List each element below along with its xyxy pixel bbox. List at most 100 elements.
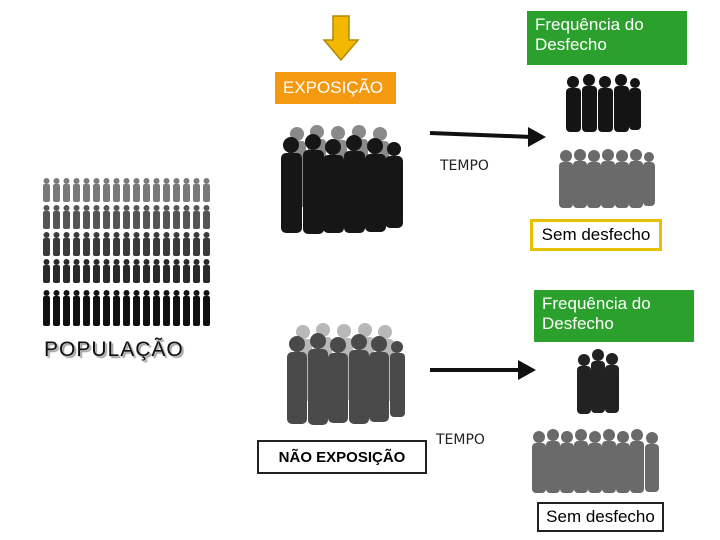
person-head <box>123 178 130 184</box>
population-row <box>43 259 210 283</box>
person-head <box>143 290 150 296</box>
person-head <box>133 259 140 265</box>
person-head <box>113 205 120 211</box>
person-head <box>93 205 100 211</box>
person-body <box>103 296 110 326</box>
time-label-top: TEMPO <box>440 158 489 174</box>
person-head <box>73 232 80 238</box>
person-body <box>93 211 100 229</box>
population-crowd <box>43 178 210 326</box>
person-body <box>163 211 170 229</box>
person-head <box>93 259 100 265</box>
person-head <box>63 259 70 265</box>
person-head <box>73 178 80 184</box>
person-head <box>153 259 160 265</box>
no-outcome-unexposed-box: Sem desfecho <box>537 502 664 532</box>
person-body <box>183 265 190 283</box>
exposed-crowd-front <box>281 134 403 234</box>
person-body <box>63 238 70 256</box>
person-head <box>123 232 130 238</box>
person-head <box>183 259 190 265</box>
person-body <box>143 296 150 326</box>
person-head <box>193 232 200 238</box>
person-body <box>73 238 80 256</box>
person-head <box>113 290 120 296</box>
person-body <box>63 184 70 202</box>
down-arrow-icon <box>322 15 360 62</box>
person-head <box>93 232 100 238</box>
person-body <box>63 265 70 283</box>
time-label-bottom: TEMPO <box>436 432 485 448</box>
person-body <box>43 296 50 326</box>
person-body <box>203 184 210 202</box>
person-head <box>163 232 170 238</box>
person-body <box>43 184 50 202</box>
person-head <box>123 205 130 211</box>
person-body <box>93 184 100 202</box>
person-head <box>123 259 130 265</box>
person-body <box>193 184 200 202</box>
person-head <box>113 232 120 238</box>
person-head <box>63 205 70 211</box>
person-head <box>53 205 60 211</box>
no-outcome-unexposed-label: Sem desfecho <box>546 507 655 526</box>
person-body <box>133 296 140 326</box>
exposure-box: EXPOSIÇÃO <box>275 72 396 104</box>
no-exposure-box: NÃO EXPOSIÇÃO <box>257 440 427 474</box>
person-body <box>93 296 100 326</box>
person-head <box>83 178 90 184</box>
person-body <box>163 238 170 256</box>
person-body <box>163 265 170 283</box>
person-head <box>103 259 110 265</box>
person-body <box>193 296 200 326</box>
person-body <box>63 211 70 229</box>
person-body <box>73 296 80 326</box>
person-head <box>173 259 180 265</box>
person-body <box>113 238 120 256</box>
person-body <box>43 211 50 229</box>
person-body <box>53 211 60 229</box>
person-body <box>173 265 180 283</box>
person-body <box>113 184 120 202</box>
person-head <box>163 290 170 296</box>
person-head <box>203 205 210 211</box>
person-head <box>183 290 190 296</box>
person-head <box>53 290 60 296</box>
person-head <box>133 205 140 211</box>
person-body <box>73 265 80 283</box>
person-body <box>153 238 160 256</box>
right-arrow-icon <box>430 360 536 380</box>
person-head <box>53 232 60 238</box>
person-head <box>83 205 90 211</box>
person-head <box>203 178 210 184</box>
population-row <box>43 290 210 326</box>
person-head <box>193 205 200 211</box>
person-body <box>123 211 130 229</box>
person-head <box>43 290 50 296</box>
person-head <box>203 259 210 265</box>
person-body <box>103 211 110 229</box>
person-head <box>43 205 50 211</box>
person-head <box>73 290 80 296</box>
person-head <box>173 290 180 296</box>
person-body <box>43 265 50 283</box>
person-body <box>103 265 110 283</box>
exposed-group-crowd <box>281 125 403 234</box>
person-head <box>73 205 80 211</box>
person-head <box>53 178 60 184</box>
outcome-frequency-exposed-label: Frequência do Desfecho <box>535 15 644 54</box>
person-head <box>193 259 200 265</box>
person-body <box>163 184 170 202</box>
outcome-frequency-unexposed-label: Frequência do Desfecho <box>542 294 651 333</box>
person-head <box>173 178 180 184</box>
person-body <box>113 211 120 229</box>
person-body <box>193 211 200 229</box>
person-body <box>193 238 200 256</box>
person-head <box>153 232 160 238</box>
person-head <box>183 178 190 184</box>
person-head <box>113 178 120 184</box>
population-row <box>43 178 210 202</box>
person-body <box>173 238 180 256</box>
unexposed-outcome-crowd <box>577 349 619 414</box>
person-body <box>143 265 150 283</box>
